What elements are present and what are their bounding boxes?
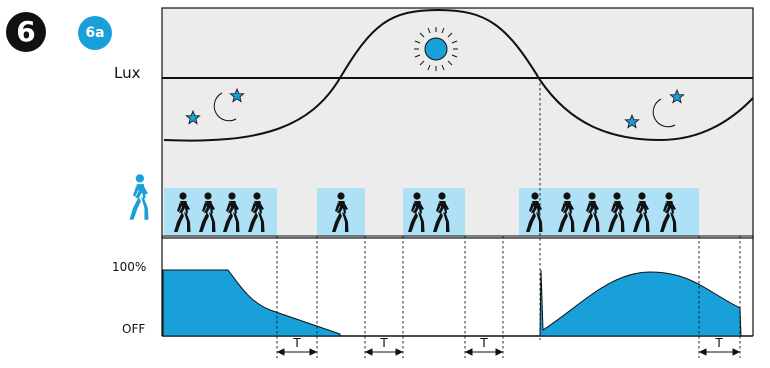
lux-axis-label: Lux (114, 64, 141, 82)
walking-person-icon (129, 174, 149, 220)
figure-badge: 6 (6, 12, 46, 52)
sun-icon (414, 27, 458, 71)
timer-label: T (714, 336, 723, 350)
timer-arrows (276, 348, 741, 356)
daylight-curve (163, 8, 754, 142)
sub-figure-badge: 6a (78, 16, 112, 50)
timer-label: T (292, 336, 301, 350)
level-max-label: 100% (112, 260, 147, 274)
timer-label: T (379, 336, 388, 350)
level-min-label: OFF (122, 322, 146, 336)
light-level-area (162, 269, 341, 337)
moon-icon (213, 92, 237, 122)
timer-label: T (479, 336, 488, 350)
event-markers (276, 78, 741, 358)
light-level-area (539, 269, 742, 337)
occupancy-band (403, 188, 465, 236)
moon-icon (652, 98, 676, 128)
